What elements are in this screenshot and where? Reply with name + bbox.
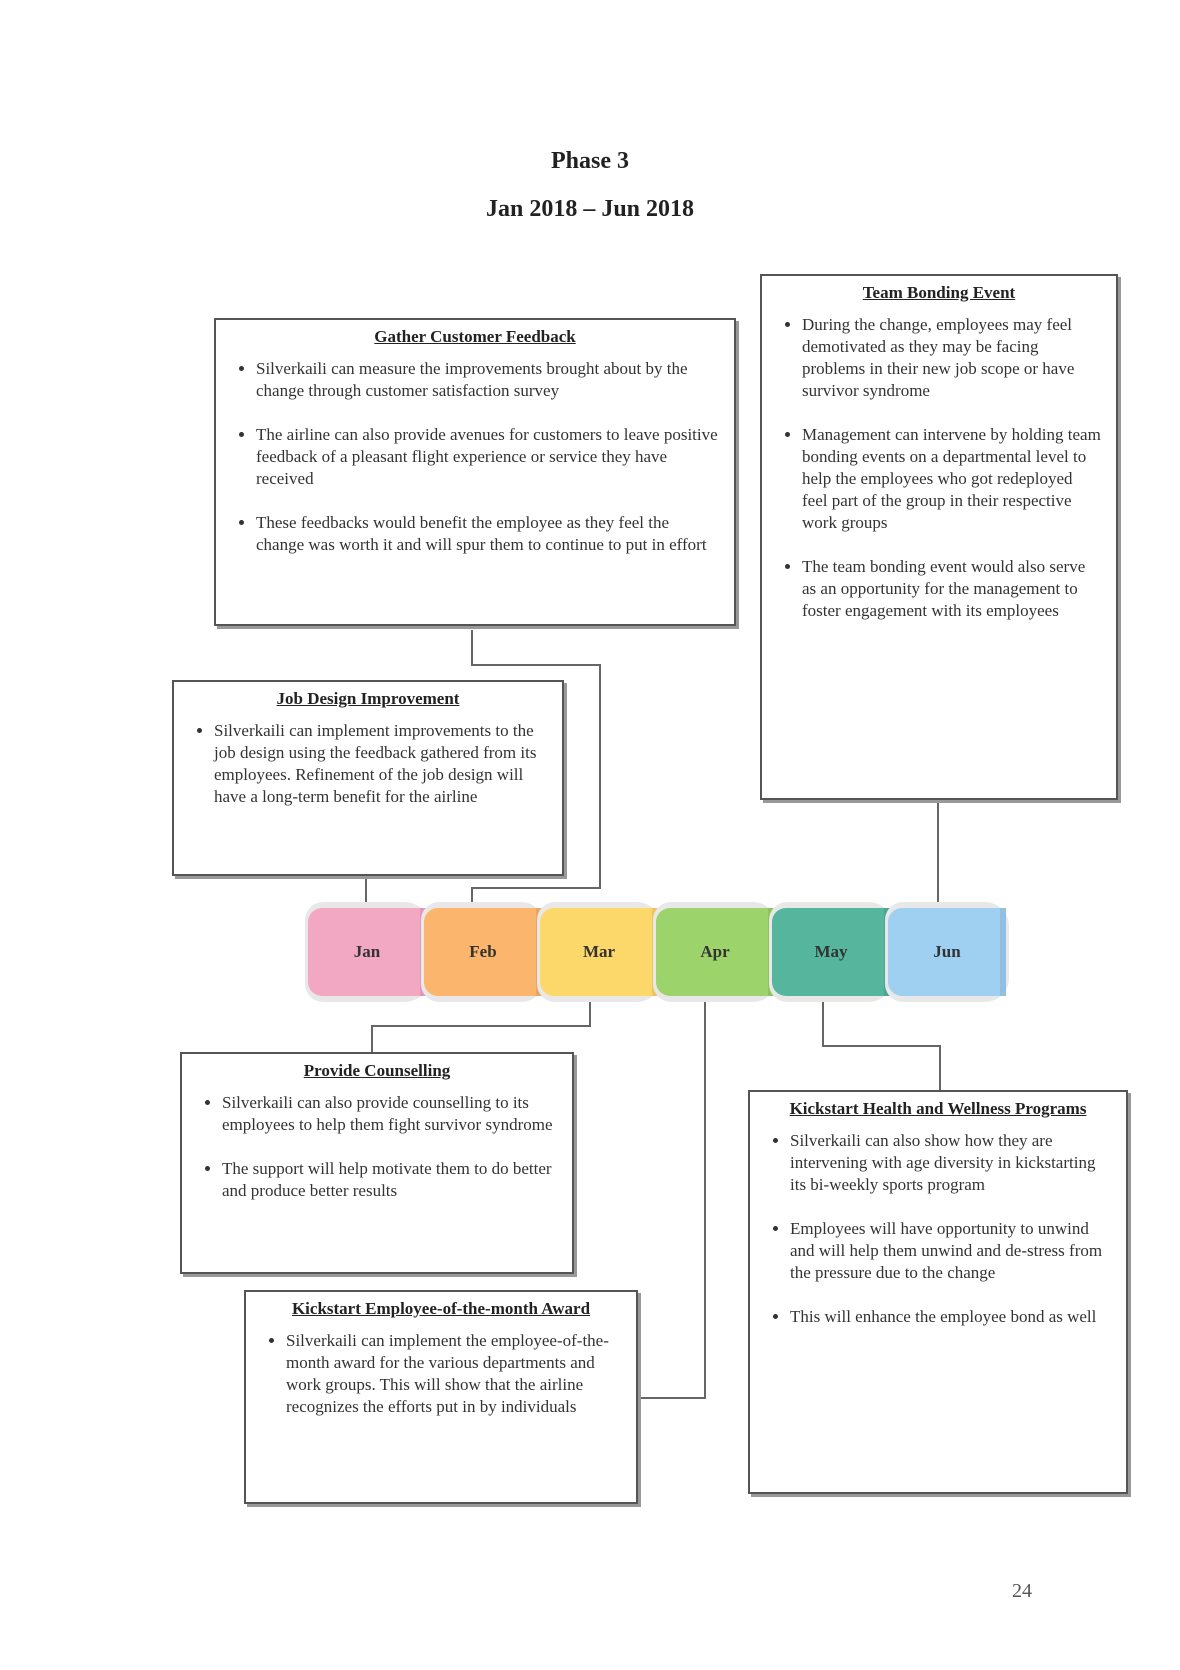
box-counselling: Provide Counselling Silverkaili can also…: [180, 1052, 574, 1274]
link-may-health: [822, 1000, 941, 1090]
box-job-design: Job Design Improvement Silverkaili can i…: [172, 680, 564, 876]
bullet: The support will help motivate them to d…: [222, 1158, 558, 1202]
month-apr: Apr: [656, 908, 774, 996]
bullet: The team bonding event would also serve …: [802, 556, 1102, 622]
box-title: Job Design Improvement: [276, 689, 460, 708]
bullet: Silverkaili can also show how they are i…: [790, 1130, 1112, 1196]
box-title: Provide Counselling: [303, 1061, 451, 1080]
month-feb: Feb: [424, 908, 542, 996]
box-title: Kickstart Employee-of-the-month Award: [291, 1299, 591, 1318]
month-jun: Jun: [888, 908, 1006, 996]
box-customer-feedback: Gather Customer Feedback Silverkaili can…: [214, 318, 736, 626]
month-mar: Mar: [540, 908, 658, 996]
bullet: Silverkaili can measure the improvements…: [256, 358, 720, 402]
box-title: Gather Customer Feedback: [374, 327, 576, 346]
box-health-wellness: Kickstart Health and Wellness Programs S…: [748, 1090, 1128, 1494]
bullet: Management can intervene by holding team…: [802, 424, 1102, 534]
phase-title: Phase 3: [551, 148, 629, 174]
box-title: Kickstart Health and Wellness Programs: [789, 1099, 1087, 1118]
month-jan: Jan: [308, 908, 426, 996]
bullet: Silverkaili can also provide counselling…: [222, 1092, 558, 1136]
month-may: May: [772, 908, 890, 996]
link-mar-counselling: [371, 1000, 591, 1052]
box-title: Team Bonding Event: [862, 283, 1016, 302]
link-apr-award: [638, 1000, 706, 1399]
bullet: The airline can also provide avenues for…: [256, 424, 720, 490]
bullet: This will enhance the employee bond as w…: [790, 1306, 1112, 1328]
bullet: Employees will have opportunity to unwin…: [790, 1218, 1112, 1284]
link-feedback-feb: [471, 630, 601, 904]
bullet: Silverkaili can implement improvements t…: [214, 720, 548, 808]
bullet: Silverkaili can implement the employee-o…: [286, 1330, 622, 1418]
bullet: During the change, employees may feel de…: [802, 314, 1102, 402]
bullet: These feedbacks would benefit the employ…: [256, 512, 720, 556]
phase-period: Jan 2018 – Jun 2018: [485, 196, 695, 222]
page-number: 24: [1012, 1580, 1032, 1602]
box-team-bonding: Team Bonding Event During the change, em…: [760, 274, 1118, 800]
box-employee-award: Kickstart Employee-of-the-month Award Si…: [244, 1290, 638, 1504]
